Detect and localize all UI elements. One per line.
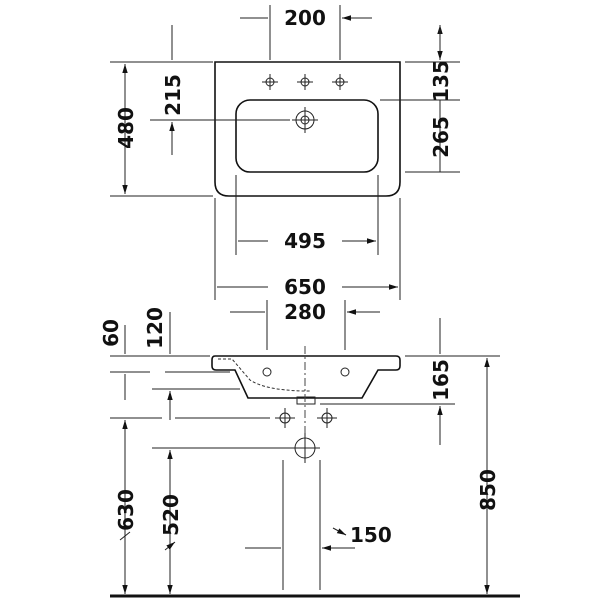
drain-icon [292, 107, 318, 133]
basin-profile [211, 355, 401, 399]
dim-630: 630 [114, 489, 138, 531]
side-view: 280 60 120 165 850 630 520 150 [99, 300, 520, 598]
basin-bowl [235, 99, 379, 173]
dim-280: 280 [284, 300, 326, 324]
dim-650: 650 [284, 275, 326, 299]
tap-holes [262, 74, 348, 90]
dim-520: 520 [159, 494, 183, 536]
dim-265: 265 [429, 116, 453, 158]
top-view: 200 480 215 135 265 495 650 [110, 5, 460, 300]
dim-480: 480 [114, 107, 138, 149]
dim-495: 495 [284, 229, 326, 253]
dim-135: 135 [429, 60, 453, 102]
dim-850: 850 [476, 469, 500, 511]
dim-215: 215 [161, 74, 185, 116]
side-holes [262, 367, 350, 428]
dim-150: 150 [350, 523, 392, 547]
basin-outline [214, 61, 401, 197]
dim-120: 120 [143, 307, 167, 349]
dim-165: 165 [429, 359, 453, 401]
dim-60: 60 [99, 319, 123, 347]
dim-200: 200 [284, 6, 326, 30]
